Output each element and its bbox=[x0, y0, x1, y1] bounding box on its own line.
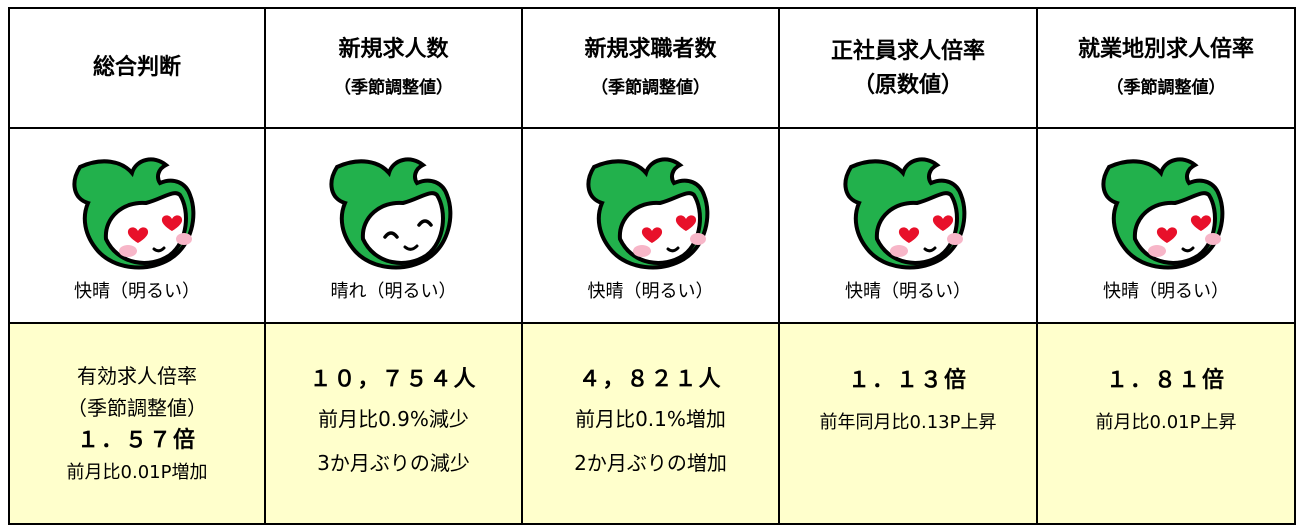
weather-cell: 快晴（明るい） bbox=[521, 127, 780, 324]
value-main: ４，８２１人 bbox=[578, 366, 723, 392]
mascot-smile-icon bbox=[328, 156, 452, 269]
header-new-job-seekers: 新規求職者数 （季節調整値） bbox=[521, 7, 780, 129]
weather-label: 快晴（明るい） bbox=[587, 280, 714, 302]
mascot-hearts-icon bbox=[72, 156, 196, 269]
value-label: 有効求人倍率 bbox=[77, 363, 197, 388]
value-main: １．８１倍 bbox=[1105, 368, 1226, 393]
value-cell-regular-employee-ratio: １．１３倍 前年同月比0.13P上昇 bbox=[778, 322, 1038, 525]
header-new-job-offers: 新規求人数 （季節調整値） bbox=[264, 7, 523, 129]
weather-label: 快晴（明るい） bbox=[1103, 280, 1229, 302]
value-note: 前年同月比0.13P上昇 bbox=[819, 412, 997, 433]
mascot-hearts-icon bbox=[843, 156, 967, 269]
header-row: 総合判断 新規求人数 （季節調整値） 新規求職者数 （季節調整値） 正社員求人倍… bbox=[8, 7, 1296, 129]
value-note-secondary: 2か月ぶりの増加 bbox=[574, 450, 727, 475]
header-subtitle: （季節調整値） bbox=[1106, 78, 1226, 98]
header-subtitle: （季節調整値） bbox=[334, 78, 453, 98]
value-cell-overall: 有効求人倍率 （季節調整値） １．５７倍 前月比0.01P増加 bbox=[8, 322, 266, 525]
value-note: 前月比0.01P上昇 bbox=[1095, 412, 1237, 433]
weather-row: 快晴（明るい） 晴れ（明るい） 快晴（明るい） bbox=[8, 127, 1296, 324]
weather-label: 快晴（明るい） bbox=[74, 280, 200, 302]
weather-cell: 快晴（明るい） bbox=[8, 127, 266, 324]
value-label-sub: （季節調整値） bbox=[67, 395, 207, 420]
header-regular-employee-ratio: 正社員求人倍率 （原数値） bbox=[778, 7, 1038, 129]
mascot-hearts-icon bbox=[1101, 156, 1225, 269]
value-note: 前月比0.9%減少 bbox=[318, 406, 469, 431]
weather-label: 晴れ（明るい） bbox=[330, 280, 457, 302]
value-note: 前月比0.01P増加 bbox=[66, 461, 208, 483]
weather-cell: 晴れ（明るい） bbox=[264, 127, 523, 324]
employment-indicator-table: 総合判断 新規求人数 （季節調整値） 新規求職者数 （季節調整値） 正社員求人倍… bbox=[8, 7, 1296, 525]
weather-label: 快晴（明るい） bbox=[845, 280, 971, 302]
header-title: 新規求職者数 bbox=[584, 37, 717, 62]
value-cell-new-job-seekers: ４，８２１人 前月比0.1%増加 2か月ぶりの増加 bbox=[521, 322, 780, 525]
header-subtitle: （季節調整値） bbox=[591, 78, 710, 98]
values-row: 有効求人倍率 （季節調整値） １．５７倍 前月比0.01P増加 １０，７５４人 … bbox=[8, 322, 1296, 525]
header-subtitle: （原数値） bbox=[852, 73, 963, 98]
weather-cell: 快晴（明るい） bbox=[1036, 127, 1296, 324]
header-title: 就業地別求人倍率 bbox=[1077, 37, 1254, 62]
value-cell-workplace-ratio: １．８１倍 前月比0.01P上昇 bbox=[1036, 322, 1296, 525]
value-main: １０，７５４人 bbox=[309, 366, 478, 392]
value-note: 前月比0.1%増加 bbox=[575, 406, 726, 431]
mascot-hearts-icon bbox=[585, 156, 709, 269]
header-title: 正社員求人倍率 bbox=[830, 39, 985, 64]
header-overall: 総合判断 bbox=[8, 7, 266, 129]
value-main: １．５７倍 bbox=[76, 427, 197, 453]
value-note-secondary: 3か月ぶりの減少 bbox=[317, 450, 470, 475]
header-title: 新規求人数 bbox=[338, 37, 449, 62]
header-title: 総合判断 bbox=[92, 55, 181, 80]
value-main: １．１３倍 bbox=[847, 368, 968, 393]
value-cell-new-job-offers: １０，７５４人 前月比0.9%減少 3か月ぶりの減少 bbox=[264, 322, 523, 525]
weather-cell: 快晴（明るい） bbox=[778, 127, 1038, 324]
header-workplace-ratio: 就業地別求人倍率 （季節調整値） bbox=[1036, 7, 1296, 129]
